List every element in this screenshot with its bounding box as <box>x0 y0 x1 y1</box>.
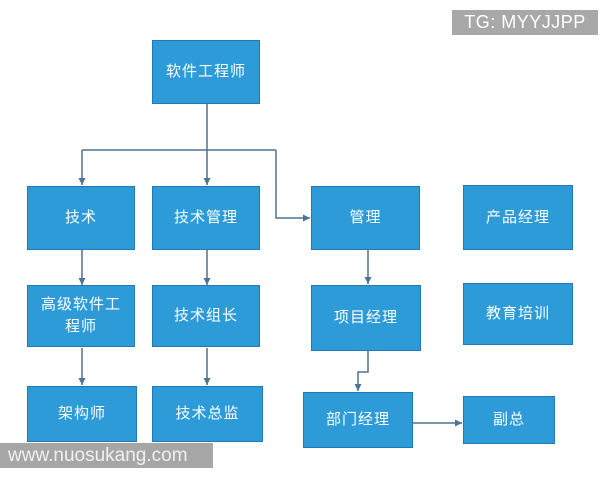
node-software-engineer: 软件工程师 <box>152 40 260 104</box>
node-project-manager: 项目经理 <box>311 285 421 351</box>
edge-projectmgr-deptmgr <box>354 351 369 391</box>
node-education-training: 教育培训 <box>463 283 573 345</box>
tg-badge: TG: MYYJJPP <box>452 10 598 35</box>
node-senior-engineer: 高级软件工程师 <box>27 285 135 347</box>
watermark-url: www.nuosukang.com <box>0 443 213 468</box>
node-tech: 技术 <box>27 186 135 250</box>
node-vice-president: 副总 <box>463 396 555 444</box>
node-dept-manager: 部门经理 <box>303 392 413 448</box>
edge-softeng-management <box>275 150 310 222</box>
node-tech-lead: 技术组长 <box>152 285 260 347</box>
node-tech-mgmt: 技术管理 <box>152 186 260 250</box>
node-architect: 架构师 <box>27 386 137 442</box>
node-management: 管理 <box>311 186 420 250</box>
node-product-manager: 产品经理 <box>463 185 573 250</box>
node-tech-director: 技术总监 <box>152 386 263 442</box>
